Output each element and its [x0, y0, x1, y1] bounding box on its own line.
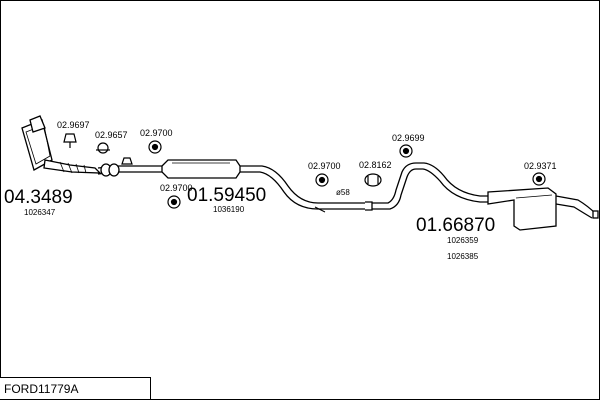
mount-02-9700-a [148, 140, 162, 154]
mount-02-9700-c [315, 173, 329, 187]
assembly-code-front: 04.3489 [4, 187, 73, 208]
part-label: 02.9700 [160, 183, 193, 193]
assembly-code-rear: 01.66870 [416, 215, 496, 236]
pipe-diameter-label: ø58 [336, 188, 350, 197]
mount-02-9699 [399, 144, 413, 158]
mount-02-9700-b [167, 195, 181, 209]
part-label: 02.9699 [392, 133, 425, 143]
diagram-title: FORD11779A [4, 382, 79, 396]
part-label: 02.9700 [308, 161, 341, 171]
assembly-code-middle: 01.59450 [187, 185, 267, 206]
part-label: 02.9697 [57, 120, 90, 130]
mount-02-8162 [364, 173, 382, 187]
rear-muffler [487, 187, 599, 231]
oe-number-rear-1: 1026359 [447, 236, 479, 245]
bracket [121, 157, 133, 165]
title-box: FORD11779A [0, 377, 151, 399]
part-label: 02.9700 [140, 128, 173, 138]
centre-muffler [161, 159, 241, 179]
mount-02-9657 [96, 142, 110, 154]
part-label: 02.9371 [524, 161, 557, 171]
part-label: 02.8162 [359, 160, 392, 170]
mount-02-9371 [532, 172, 546, 186]
catalytic-converter [21, 115, 102, 174]
middle-pipe [240, 165, 373, 213]
front-pipe [97, 163, 162, 177]
oe-number-front: 1026347 [24, 208, 56, 217]
oe-number-rear-2: 1026385 [447, 252, 479, 261]
oe-number-middle: 1036190 [213, 205, 245, 214]
rear-pipe [372, 162, 490, 210]
part-label: 02.9657 [95, 130, 128, 140]
mount-02-9697 [63, 133, 77, 148]
